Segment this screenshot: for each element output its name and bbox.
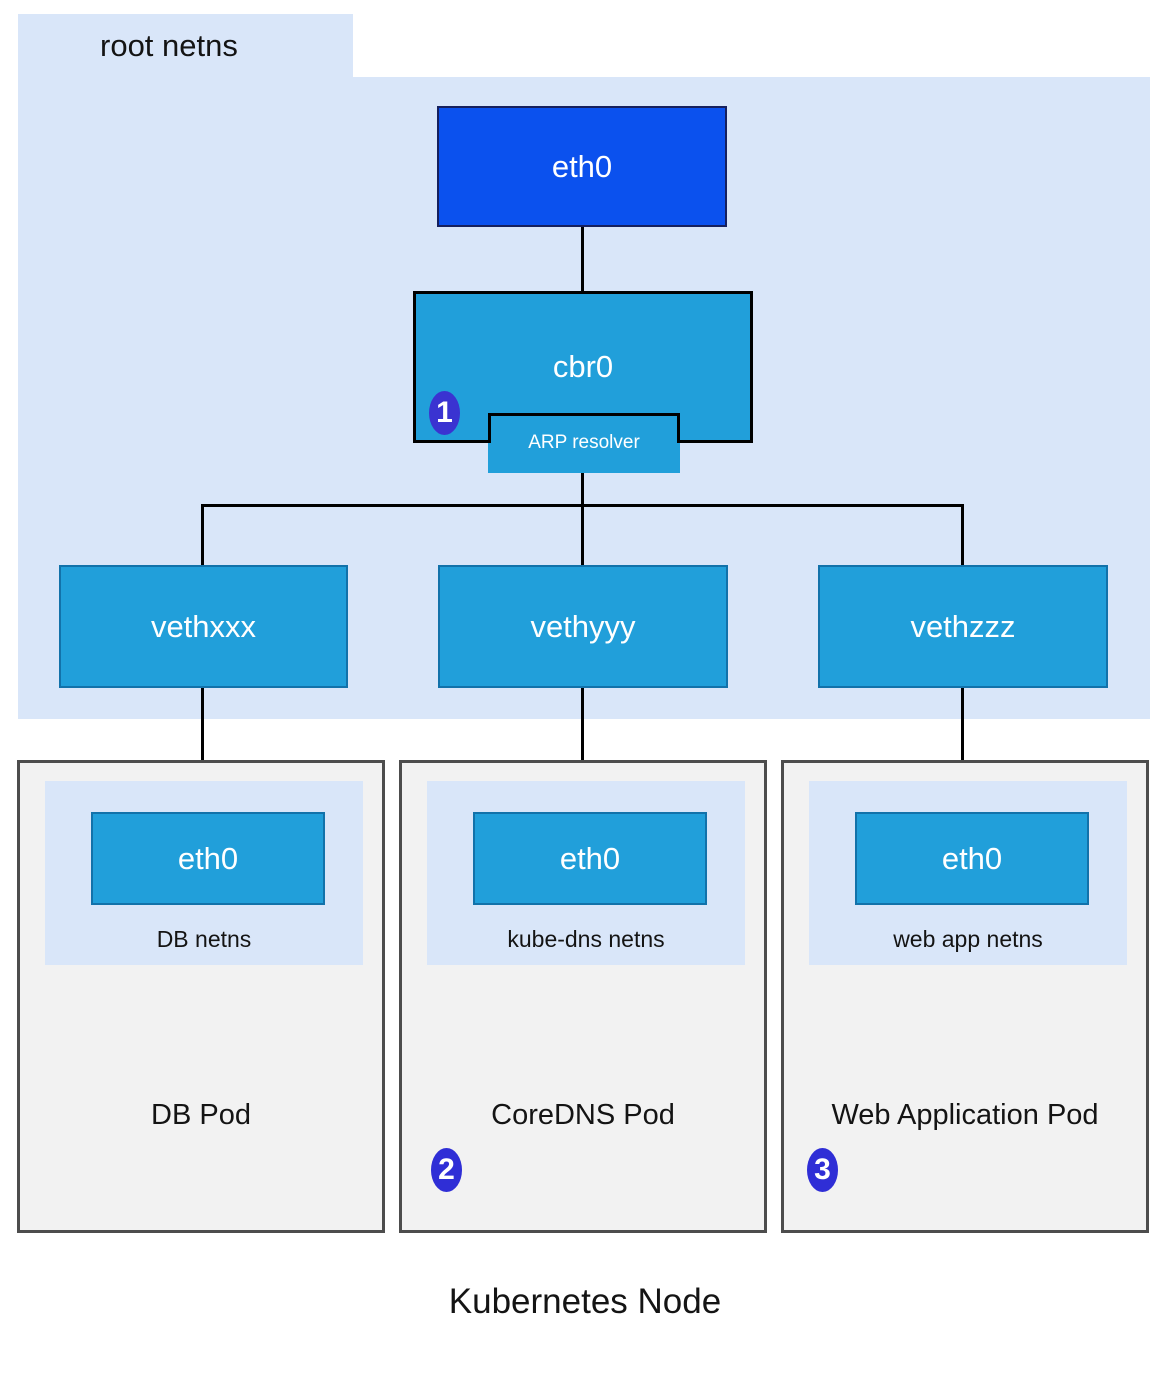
web-app-eth0-label: eth0	[941, 840, 1003, 876]
connector-bus-to-vethyyy	[581, 504, 584, 565]
kube-dns-netns-region: eth0 kube-dns netns	[427, 781, 745, 965]
connector-cbr0-down	[581, 473, 584, 505]
connector-bus-to-vethxxx	[201, 504, 204, 565]
kube-dns-netns-label: kube-dns netns	[507, 926, 665, 952]
step-badge-2-number: 2	[438, 1153, 455, 1186]
arp-resolver-border	[488, 413, 680, 443]
step-badge-1: 1	[429, 391, 460, 435]
connector-vethyyy-to-dns-eth0	[581, 688, 584, 780]
web-app-pod-name: Web Application Pod	[831, 1099, 1099, 1131]
coredns-pod-name: CoreDNS Pod	[491, 1099, 675, 1131]
arp-resolver-node: ARP resolver	[488, 413, 680, 473]
connector-vethxxx-to-db-eth0	[201, 688, 204, 809]
db-pod-name: DB Pod	[151, 1099, 251, 1131]
step-badge-1-number: 1	[436, 396, 453, 429]
connector-eth0-to-cbr0	[581, 227, 584, 291]
root-netns-label: root netns	[100, 28, 238, 63]
coredns-pod: eth0 kube-dns netns CoreDNS Pod 2	[399, 760, 767, 1233]
root-eth0-node: eth0	[437, 106, 727, 227]
db-netns-label: DB netns	[156, 926, 252, 952]
web-app-netns-label: web app netns	[893, 926, 1043, 952]
root-eth0-label: eth0	[551, 148, 613, 184]
db-netns-region: eth0 DB netns	[45, 781, 363, 965]
vethzzz-label: vethzzz	[910, 608, 1016, 644]
diagram-title: Kubernetes Node	[448, 1282, 722, 1321]
db-eth0-node: eth0	[91, 812, 325, 905]
vethyyy-node: vethyyy	[438, 565, 728, 688]
arp-resolver-label: ARP resolver	[528, 432, 640, 453]
step-badge-3: 3	[807, 1148, 838, 1192]
step-badge-3-number: 3	[814, 1153, 831, 1186]
connector-bus-to-vethzzz	[961, 504, 964, 565]
root-netns-tab	[18, 14, 353, 78]
db-eth0-label: eth0	[177, 840, 239, 876]
coredns-eth0-node: eth0	[473, 812, 707, 905]
web-app-netns-region: eth0 web app netns	[809, 781, 1127, 965]
coredns-eth0-label: eth0	[559, 840, 621, 876]
db-pod: eth0 DB netns DB Pod	[17, 760, 385, 1233]
connector-vethzzz-to-web-eth0	[961, 688, 964, 780]
web-app-eth0-node: eth0	[855, 812, 1089, 905]
vethxxx-label: vethxxx	[150, 608, 257, 644]
web-application-pod: eth0 web app netns Web Application Pod 3	[781, 760, 1149, 1233]
vethzzz-node: vethzzz	[818, 565, 1108, 688]
vethyyy-label: vethyyy	[530, 608, 636, 644]
cbr0-label: cbr0	[552, 349, 614, 384]
vethxxx-node: vethxxx	[59, 565, 348, 688]
step-badge-2: 2	[431, 1148, 462, 1192]
